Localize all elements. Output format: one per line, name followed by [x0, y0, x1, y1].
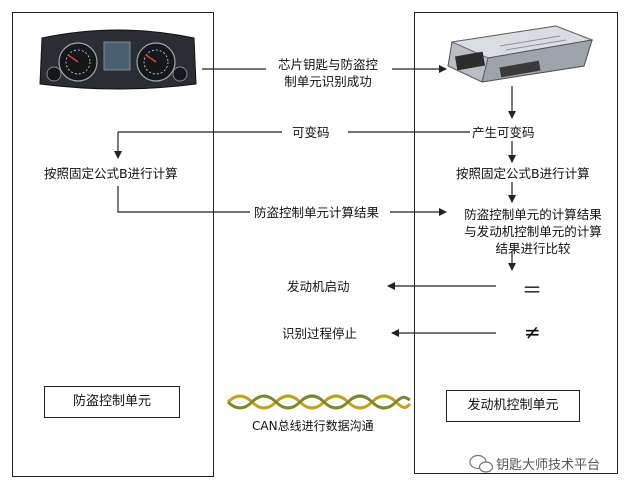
- wechat-icon: [469, 454, 494, 473]
- chip-key-line-1: 芯片钥匙与防盗控: [277, 57, 378, 72]
- immo-result-label: 防盗控制单元计算结果: [254, 205, 380, 220]
- instrument-cluster-image: [39, 29, 197, 90]
- compare-results-label: 防盗控制单元的计算结果 与发动机控制单元的计算 结果进行比较: [448, 206, 618, 257]
- chip-key-line-2: 制单元识别成功: [284, 74, 372, 89]
- engine-start-label: 发动机启动: [287, 279, 350, 294]
- not-equal-symbol: ≠: [524, 320, 541, 344]
- calc-left-label: 按照固定公式B进行计算: [44, 166, 178, 181]
- variable-code-label: 可变码: [288, 124, 334, 141]
- calc-right-label: 按照固定公式B进行计算: [456, 166, 590, 181]
- compare-line-2: 与发动机控制单元的计算: [464, 224, 602, 239]
- arrow-immo-result-left: [117, 186, 250, 213]
- stop-identify-label: 识别过程停止: [282, 326, 358, 341]
- can-bus-label: CAN总线进行数据沟通: [252, 419, 374, 433]
- equal-symbol: ＝: [522, 278, 542, 302]
- immobilizer-unit-label: 防盗控制单元: [44, 386, 180, 418]
- ecu-module-image: [447, 25, 594, 83]
- compare-line-3: 结果进行比较: [495, 241, 571, 256]
- can-bus-cable-image: [226, 394, 412, 410]
- generate-variable-code-label: 产生可变码: [470, 124, 537, 141]
- chip-key-identify-label: 芯片钥匙与防盗控 制单元识别成功: [258, 56, 398, 90]
- watermark-text: 钥匙大师技术平台: [496, 458, 601, 473]
- engine-control-unit-label: 发动机控制单元: [446, 390, 580, 422]
- compare-line-1: 防盗控制单元的计算结果: [464, 207, 602, 222]
